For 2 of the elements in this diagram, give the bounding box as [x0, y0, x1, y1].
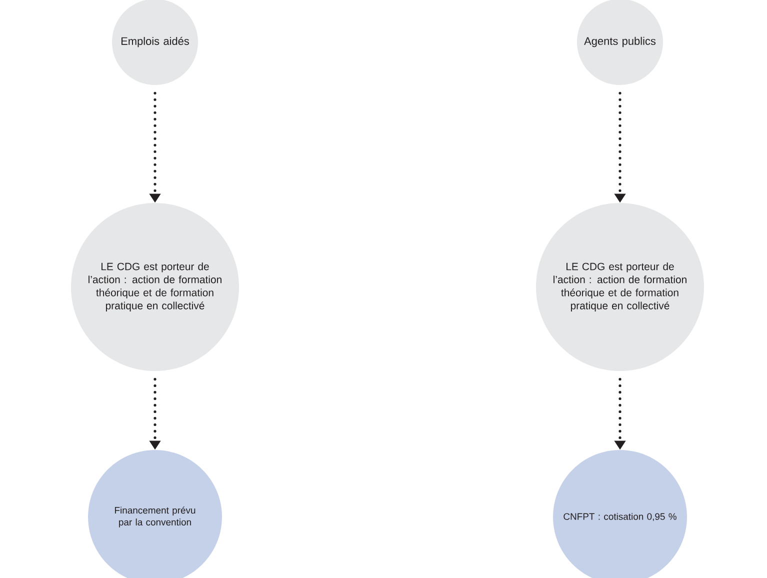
circle-node: LE CDG est porteur de l’action : action de formation théorique et de formation pratique en collectivé [536, 202, 704, 371]
circle-node: LE CDG est porteur de l’action : action de formation théorique et de formation pratique en collectivé [71, 202, 239, 371]
